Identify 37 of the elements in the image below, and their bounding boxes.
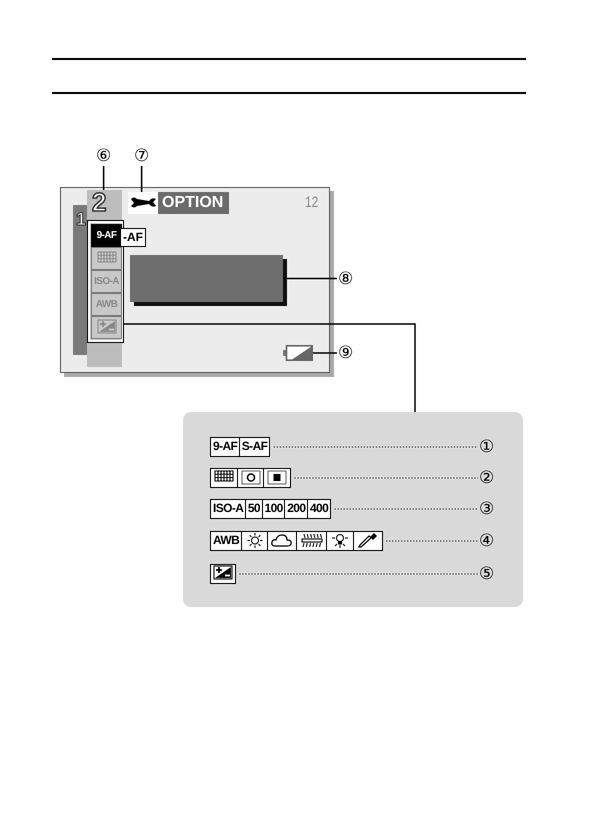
callout-number: ③ bbox=[479, 499, 494, 519]
setting-label: -AF bbox=[121, 228, 146, 247]
callout-number: ⑤ bbox=[479, 564, 494, 584]
leader-line bbox=[102, 166, 104, 190]
setting-label: 100 bbox=[262, 499, 286, 519]
callout-number: ④ bbox=[479, 531, 494, 551]
dotted-leader-line bbox=[334, 508, 478, 510]
message-box bbox=[130, 255, 283, 302]
callout-number: ⑨ bbox=[338, 343, 354, 363]
callout-number: ② bbox=[479, 468, 494, 488]
tab-panel bbox=[87, 190, 122, 367]
setting-label: ISO-A bbox=[91, 270, 122, 293]
callout-number: ① bbox=[479, 437, 494, 457]
dotted-leader-line bbox=[273, 446, 478, 448]
leader-line bbox=[313, 352, 337, 354]
leader-line bbox=[283, 278, 337, 280]
setting-label: AWB bbox=[91, 293, 122, 316]
info-panel bbox=[183, 412, 523, 607]
callout-number: ⑧ bbox=[338, 269, 354, 289]
dotted-leader-line bbox=[386, 540, 478, 542]
callout-number: ⑥ bbox=[96, 146, 112, 166]
menu-title: OPTION bbox=[161, 193, 224, 213]
leader-line bbox=[124, 323, 416, 412]
setting-label: AWB bbox=[210, 531, 242, 551]
menu-header bbox=[128, 192, 230, 214]
setting-label: 9-AF bbox=[91, 224, 122, 247]
tab-number: 2 bbox=[92, 187, 106, 217]
setting-label: S-AF bbox=[238, 437, 270, 457]
setting-label: 400 bbox=[306, 499, 332, 519]
icon-column bbox=[88, 221, 123, 342]
setting-label: 200 bbox=[284, 499, 308, 519]
setting-label: ISO-A bbox=[210, 499, 246, 519]
battery-icon bbox=[283, 345, 313, 361]
callout-number: ⑦ bbox=[134, 146, 150, 166]
leader-line bbox=[140, 166, 142, 192]
setting-label: 9-AF bbox=[210, 437, 240, 457]
frame-counter: 12 bbox=[305, 194, 318, 211]
